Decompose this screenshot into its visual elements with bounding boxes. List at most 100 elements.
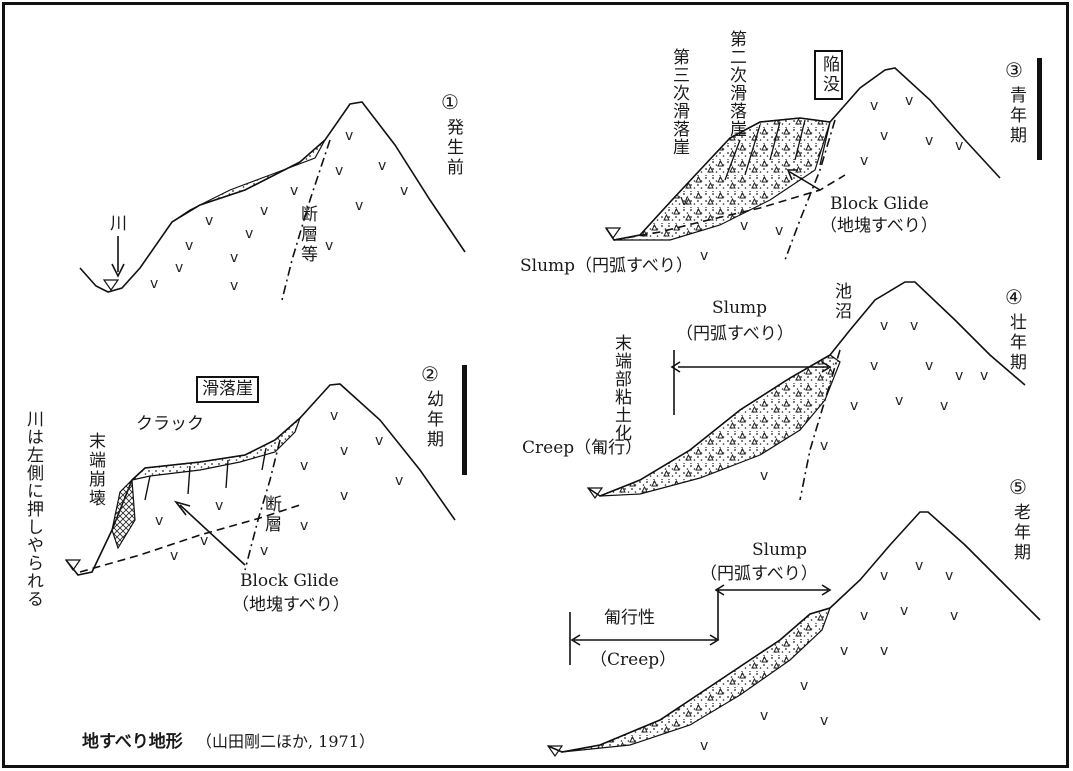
svg-text:v: v [820,713,828,729]
svg-text:v: v [215,498,223,514]
stage-3-name: 青年期 [1006,86,1026,146]
svg-text:v: v [925,133,933,149]
stage-1-number: ① [441,90,459,114]
svg-text:v: v [840,643,848,659]
stage-2-bar [462,365,467,475]
p2-cracks [144,447,267,501]
panel-5-diagram [546,511,1041,758]
p1-surface-layer [171,139,326,223]
svg-text:v: v [200,533,208,549]
p5-slide-mass [561,607,831,753]
svg-text:v: v [340,443,348,459]
p5-creep-label: （Creep） [590,650,677,670]
p3-block-glide-label: Block Glide [830,194,929,214]
svg-text:v: v [870,358,878,374]
panel-2-diagram [64,383,456,576]
p5-creep-arrow [570,634,720,646]
svg-text:v: v [345,128,353,144]
svg-text:v: v [700,738,708,754]
svg-text:v: v [175,260,183,276]
p4-toe-clay-label: 末端部粘土化 [611,334,631,442]
svg-text:v: v [300,518,308,534]
figure-caption-source: （山田剛二ほか, 1971） [196,732,375,751]
figure-caption-title: 地すべり地形 [82,732,183,752]
svg-text:v: v [820,438,828,454]
svg-text:v: v [955,138,963,154]
p2-block-glide-jp: （地塊すべり） [232,595,350,615]
svg-text:v: v [245,226,253,242]
svg-text:v: v [335,163,343,179]
p3-second-scarp-label: 第二次滑落崖 [726,30,746,138]
svg-text:v: v [760,468,768,484]
p2-block-glide-label: Block Glide [240,571,339,591]
svg-text:v: v [950,608,958,624]
svg-text:v: v [170,548,178,564]
svg-text:v: v [945,568,953,584]
p3-third-scarp-label: 第三次滑落崖 [669,48,689,156]
svg-text:v: v [955,368,963,384]
svg-text:v: v [915,558,923,574]
stage-2-name: 幼年期 [423,390,443,450]
p2-toe [111,478,136,550]
p4-slump-jp: （円弧すべり） [676,324,794,344]
p4-fault [799,349,841,501]
p2-river-pushed-label: 川は左側に押しやられる [23,410,43,608]
svg-text:v: v [940,398,948,414]
p2-arrow-bg [173,500,246,566]
svg-text:v: v [150,276,158,292]
stage-5-number: ⑤ [1009,475,1027,499]
p5-creep-jp: 匍行性 [604,608,655,628]
p2-scarp-label: 滑落崖 [196,376,259,403]
svg-text:v: v [375,433,383,449]
svg-text:v: v [260,543,268,559]
svg-text:v: v [680,193,688,209]
svg-text:v: v [775,223,783,239]
p5-slump-label: Slump [752,540,808,560]
svg-text:v: v [880,318,888,334]
p1-fault-label: 断層等 [297,205,317,265]
svg-text:v: v [205,213,213,229]
p1-fault [281,139,331,301]
svg-text:v: v [880,128,888,144]
p4-creep-label: Creep（匍行） [522,438,643,458]
p3-fault [784,119,836,261]
p2-slip-surface [79,504,301,573]
svg-text:v: v [980,368,988,384]
stage-2-number: ② [421,362,439,386]
svg-text:v: v [800,678,808,694]
svg-text:v: v [895,393,903,409]
p3-slump-label: Slump（円弧すべり） [520,256,693,276]
svg-text:v: v [740,218,748,234]
svg-text:v: v [355,198,363,214]
p3-scarp-lines [724,119,831,181]
panel-4-diagram [586,281,1026,501]
p2-toe-collapse-label: 末端崩壊 [85,432,105,508]
p5-slump-jp: （円弧すべり） [700,564,818,584]
svg-text:v: v [905,93,913,109]
svg-text:v: v [230,250,238,266]
svg-text:v: v [900,603,908,619]
p2-fault-label: 断層 [261,495,281,535]
svg-text:v: v [340,488,348,504]
p3-block-glide-jp: （地塊すべり） [820,216,938,236]
p2-fault [244,439,281,571]
svg-text:v: v [260,203,268,219]
stage-4-number: ④ [1005,285,1023,309]
svg-text:v: v [330,408,338,424]
p2-crack-label: クラック [136,414,204,434]
stage-3-number: ③ [1005,58,1023,82]
svg-text:v: v [910,318,918,334]
svg-text:v: v [400,183,408,199]
stage-5-name: 老年期 [1010,503,1030,563]
svg-text:v: v [850,398,858,414]
svg-text:v: v [880,568,888,584]
svg-text:v: v [860,153,868,169]
p5-slump-arrow [714,584,832,596]
svg-text:v: v [860,608,868,624]
panel-1-diagram [79,101,466,301]
